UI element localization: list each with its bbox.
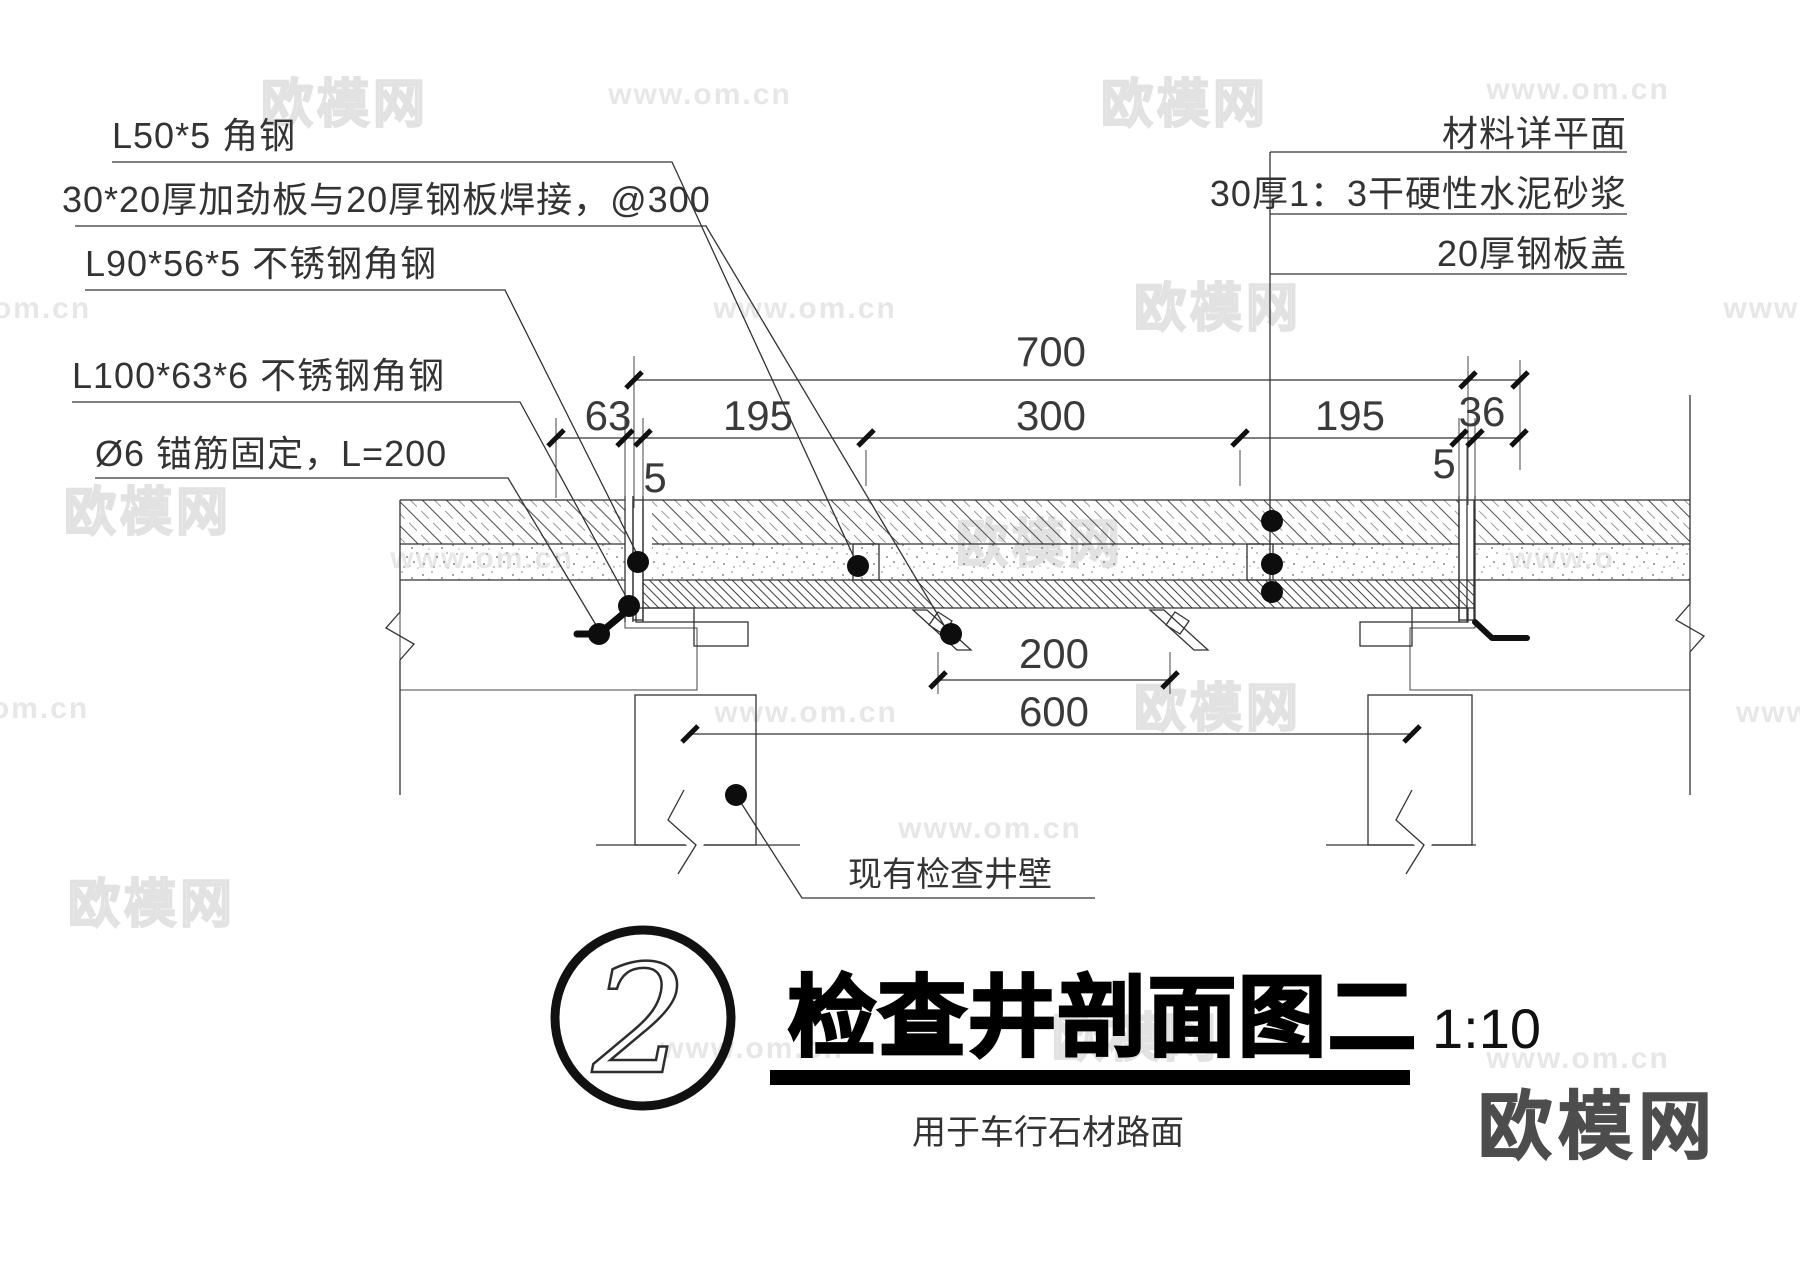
leader-l90-angle — [85, 289, 639, 557]
dim-well-opening: 600 — [1019, 688, 1089, 735]
weld-dot-mortar — [1261, 553, 1283, 575]
break-line-right — [1674, 603, 1706, 653]
dimension-ticks — [546, 370, 1530, 744]
callout-stiffener: 30*20厚加劲板与20厚钢板焊接，@300 — [62, 179, 711, 220]
steel-plate — [643, 580, 1475, 608]
angle-step-right — [1359, 621, 1413, 647]
watermark-text: www.om.cn — [1485, 1042, 1670, 1075]
callout-well-wall: 现有检查井壁 — [848, 856, 1052, 894]
weld-dot-anchor — [588, 623, 610, 645]
title-block: 2 检查井剖面图二 1:10 用于车行石材路面 — [550, 925, 1541, 1152]
leader-lines — [72, 151, 1627, 899]
drawing-scale: 1:10 — [1432, 997, 1541, 1060]
drawing-title: 检查井剖面图二 — [788, 968, 1418, 1067]
watermark-text: om.cn — [0, 692, 89, 725]
callout-mortar: 30厚1：3干硬性水泥砂浆 — [1210, 173, 1627, 214]
granite-cover-slab — [652, 500, 1459, 544]
weld-dot-l90 — [627, 551, 649, 573]
watermark-text: 欧模网 — [1134, 680, 1302, 738]
drawing-subtitle: 用于车行石材路面 — [912, 1114, 1184, 1152]
leader-anchor — [95, 477, 600, 631]
mortar-layer-left — [400, 544, 625, 580]
leader-stiffener — [75, 225, 949, 633]
wall-break-right — [1395, 789, 1425, 875]
watermark-text: om.cn — [0, 292, 91, 325]
weld-dot-joint-left — [847, 555, 869, 577]
watermark-text: 欧模网 — [1052, 1010, 1220, 1068]
angle-flange-right — [1411, 607, 1469, 623]
callout-l90-angle: L90*56*5 不锈钢角钢 — [85, 243, 437, 284]
callout-material-note: 材料详平面 — [1442, 113, 1627, 154]
watermark-text: 欧模网 — [64, 484, 232, 542]
dim-clear-gap: 200 — [1019, 630, 1089, 677]
granite-layer-right — [1475, 500, 1690, 544]
detail-number: 2 — [591, 934, 687, 1108]
mortar-bed — [652, 544, 1459, 580]
weld-dot-plate — [1261, 581, 1283, 603]
manhole-walls — [596, 694, 1476, 878]
watermark-text: www. — [1722, 292, 1800, 325]
callout-l100-angle: L100*63*6 不锈钢角钢 — [72, 355, 445, 396]
break-line-left — [384, 611, 416, 661]
angle-flange-left — [635, 607, 695, 623]
dim-overall: 700 — [1016, 328, 1086, 375]
dim-panel-center: 300 — [1016, 392, 1086, 439]
dim-panel-left: 195 — [723, 392, 793, 439]
callout-anchor: Ø6 锚筋固定，L=200 — [95, 433, 447, 474]
dim-gap-left: 5 — [643, 454, 666, 501]
dim-gap-right: 5 — [1432, 440, 1455, 487]
weld-dot-granite — [1261, 510, 1283, 532]
wall-break-left — [667, 789, 697, 875]
stiffener-plate-2 — [1148, 609, 1210, 651]
pavement-right — [1409, 395, 1706, 795]
granite-layer-left — [400, 500, 625, 544]
leader-l50-angle — [112, 161, 859, 567]
watermark-text: www.om.cn — [897, 812, 1082, 845]
well-wall-right — [1367, 694, 1473, 846]
angle-step-left — [693, 621, 749, 647]
watermark-text: www.om.cn — [607, 78, 792, 111]
watermark-text: 欧模网 — [261, 76, 429, 134]
callout-l50-angle: L50*5 角钢 — [112, 115, 296, 156]
leader-right-labels — [1269, 151, 1627, 596]
edge-seal-mark — [1472, 619, 1530, 641]
watermark-text: 欧模网 — [68, 876, 236, 934]
detail-number-circle — [550, 925, 736, 1111]
dim-edge-right: 36 — [1459, 388, 1506, 435]
watermark-text: 欧模网 — [1134, 280, 1302, 338]
leader-well-wall — [735, 794, 1095, 899]
weld-dots — [573, 510, 1283, 806]
weld-dot-stiffener — [940, 623, 962, 645]
callout-steel-cover: 20厚钢板盖 — [1437, 233, 1627, 274]
cover-assembly — [624, 496, 1530, 651]
dim-edge-left: 63 — [585, 392, 632, 439]
watermark-text: 欧模网 — [1101, 76, 1269, 134]
watermark-text: www.om.cn — [712, 292, 897, 325]
mortar-layer-right — [1475, 544, 1690, 580]
weld-dot-l100 — [618, 595, 640, 617]
title-underline-bar — [770, 1070, 1410, 1085]
weld-dot-wall — [725, 784, 747, 806]
leader-l100-angle — [72, 401, 630, 603]
dim-panel-right: 195 — [1315, 392, 1385, 439]
pavement-left — [384, 499, 698, 795]
watermark-text: www — [1735, 696, 1800, 729]
watermark-text: www.om.cn — [713, 696, 898, 729]
callouts: L50*5 角钢 30*20厚加劲板与20厚钢板焊接，@300 L90*56*5… — [62, 113, 1627, 894]
watermark-text: www.om.cn — [1485, 73, 1670, 106]
site-logo: 欧模网 — [1478, 1085, 1718, 1168]
watermark-text: www.om.cn — [659, 1032, 844, 1065]
